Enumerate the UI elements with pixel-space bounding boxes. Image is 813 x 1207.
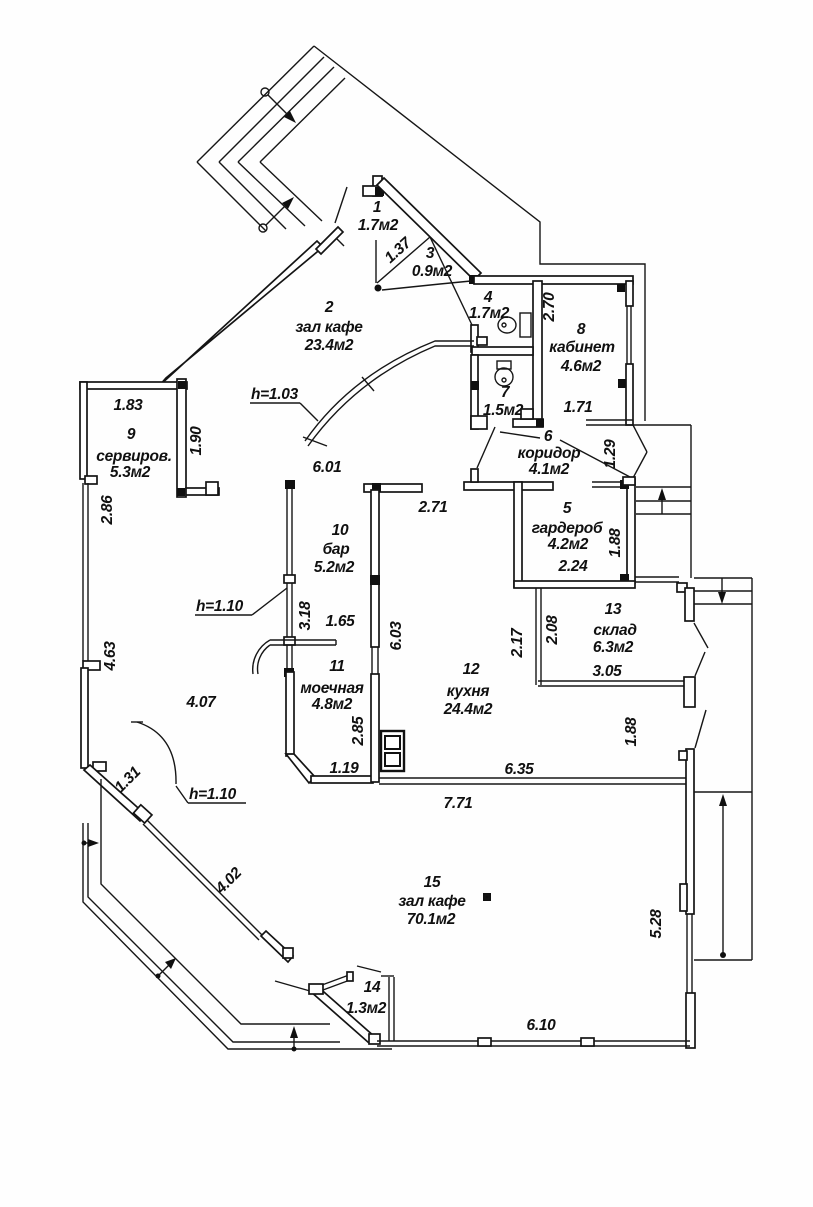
svg-text:1.88: 1.88	[607, 528, 624, 558]
svg-text:70.1м2: 70.1м2	[407, 911, 456, 928]
svg-text:5.2м2: 5.2м2	[314, 559, 355, 576]
svg-text:4.63: 4.63	[102, 641, 119, 672]
svg-text:4: 4	[483, 289, 493, 306]
svg-text:h=1.10: h=1.10	[189, 786, 237, 803]
svg-text:4.2м2: 4.2м2	[547, 536, 589, 553]
svg-text:0.9м2: 0.9м2	[412, 263, 453, 280]
svg-text:23.4м2: 23.4м2	[304, 337, 354, 354]
svg-text:7: 7	[501, 384, 511, 401]
svg-text:моечная: моечная	[300, 680, 363, 697]
svg-text:5: 5	[563, 500, 572, 517]
svg-text:6.35: 6.35	[505, 761, 535, 778]
svg-text:13: 13	[605, 601, 622, 618]
svg-text:гардероб: гардероб	[532, 520, 603, 537]
svg-text:10: 10	[332, 522, 349, 539]
svg-text:2.08: 2.08	[544, 615, 561, 646]
svg-text:зал кафе: зал кафе	[295, 319, 363, 336]
svg-text:6: 6	[544, 428, 553, 445]
svg-text:24.4м2: 24.4м2	[443, 701, 493, 718]
svg-text:1.90: 1.90	[188, 426, 205, 456]
svg-text:1.5м2: 1.5м2	[483, 402, 524, 419]
svg-text:3.18: 3.18	[297, 601, 314, 631]
svg-text:1.7м2: 1.7м2	[358, 217, 399, 234]
svg-text:6.03: 6.03	[388, 621, 405, 651]
svg-text:3.05: 3.05	[593, 663, 623, 680]
svg-text:14: 14	[364, 979, 381, 996]
svg-text:кухня: кухня	[447, 683, 490, 700]
svg-text:3: 3	[426, 245, 435, 262]
svg-text:9: 9	[127, 426, 136, 443]
svg-text:2.85: 2.85	[350, 716, 367, 747]
svg-text:6.10: 6.10	[527, 1017, 557, 1034]
svg-text:4.6м2: 4.6м2	[560, 358, 602, 375]
svg-text:4.1м2: 4.1м2	[528, 461, 570, 478]
svg-text:2.70: 2.70	[541, 292, 558, 323]
svg-text:1.19: 1.19	[330, 760, 360, 777]
svg-text:8: 8	[577, 321, 586, 338]
svg-text:h=1.03: h=1.03	[251, 386, 299, 403]
svg-text:4.07: 4.07	[186, 694, 218, 711]
svg-text:h=1.10: h=1.10	[196, 598, 244, 615]
svg-text:1.7м2: 1.7м2	[469, 305, 510, 322]
svg-text:склад: склад	[593, 622, 637, 639]
svg-text:4.8м2: 4.8м2	[311, 696, 353, 713]
svg-text:1: 1	[373, 199, 381, 216]
svg-text:2.86: 2.86	[99, 495, 116, 526]
svg-text:2: 2	[324, 299, 334, 316]
svg-text:зал кафе: зал кафе	[398, 893, 466, 910]
svg-text:6.01: 6.01	[313, 459, 342, 476]
svg-text:15: 15	[424, 874, 441, 891]
svg-text:1.65: 1.65	[326, 613, 356, 630]
svg-text:1.29: 1.29	[602, 439, 619, 469]
svg-text:1.88: 1.88	[623, 717, 640, 747]
svg-text:2.24: 2.24	[558, 558, 589, 575]
svg-text:бар: бар	[323, 541, 350, 558]
svg-text:сервиров.: сервиров.	[96, 448, 171, 465]
svg-text:2.17: 2.17	[509, 627, 526, 659]
svg-text:11: 11	[329, 658, 345, 675]
svg-text:2.71: 2.71	[418, 499, 448, 516]
svg-text:1.3м2: 1.3м2	[346, 1000, 387, 1017]
svg-text:коридор: коридор	[518, 445, 581, 462]
svg-text:7.71: 7.71	[444, 795, 473, 812]
svg-text:5.28: 5.28	[648, 909, 665, 939]
svg-text:1.71: 1.71	[564, 399, 593, 416]
svg-text:кабинет: кабинет	[549, 339, 615, 356]
svg-text:1.83: 1.83	[114, 397, 144, 414]
svg-text:5.3м2: 5.3м2	[110, 464, 151, 481]
svg-text:12: 12	[463, 661, 480, 678]
svg-text:6.3м2: 6.3м2	[593, 639, 634, 656]
